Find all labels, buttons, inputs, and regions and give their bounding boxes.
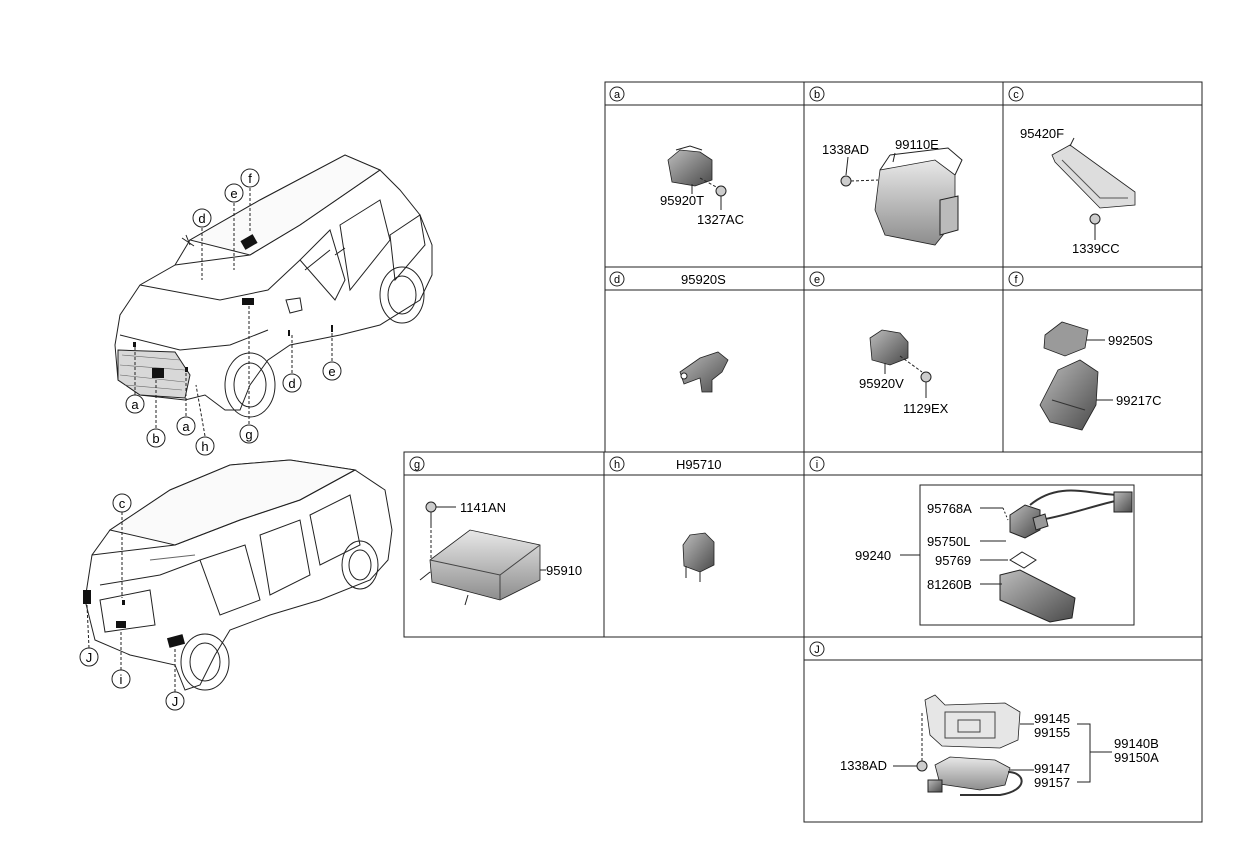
panel-j: J 99145 99155 99147 99157 99140B 99150A …: [809, 641, 1159, 796]
part-99217C[interactable]: 99217C: [1116, 393, 1162, 408]
part-99145[interactable]: 99145: [1034, 711, 1070, 726]
panel-j-letter: J: [814, 644, 820, 656]
rear-callout-j-left[interactable]: J: [79, 647, 99, 667]
front-callout-e-roof[interactable]: e: [224, 183, 244, 203]
part-95920V[interactable]: 95920V: [859, 376, 904, 391]
front-callout-d-roof[interactable]: d: [192, 208, 212, 228]
radar-99110E-drawing: [874, 147, 963, 246]
sensor-95920S-drawing: [679, 351, 729, 393]
part-99155[interactable]: 99155: [1034, 725, 1070, 740]
front-callout-g[interactable]: g: [239, 424, 259, 444]
rear-callout-c[interactable]: c: [112, 493, 132, 513]
part-1338AD-j[interactable]: 1338AD: [840, 758, 887, 773]
front-callout-e-door[interactable]: e: [322, 361, 342, 381]
svg-text:e: e: [328, 364, 335, 379]
bracket-95420F-drawing: [1051, 144, 1136, 209]
front-callout-a-right[interactable]: a: [176, 416, 196, 436]
part-1129EX[interactable]: 1129EX: [903, 401, 949, 416]
part-1141AN[interactable]: 1141AN: [460, 500, 506, 515]
panel-i: i 99240 95768A 95750L 95769 81260B: [809, 456, 1135, 626]
panel-a: a 95920T 1327AC: [609, 86, 744, 227]
part-99240[interactable]: 99240: [855, 548, 891, 563]
svg-text:c: c: [119, 496, 126, 511]
part-95920T[interactable]: 95920T: [660, 193, 704, 208]
part-H95710[interactable]: H95710: [676, 457, 722, 472]
svg-text:f: f: [248, 171, 252, 186]
part-95920S[interactable]: 95920S: [681, 272, 726, 287]
panel-b-letter: b: [814, 89, 820, 101]
svg-text:d: d: [198, 211, 205, 226]
sensor-95920V-drawing: [869, 329, 909, 366]
sensor-H95710-drawing: [682, 532, 715, 582]
svg-text:i: i: [120, 672, 123, 687]
panel-f-letter: f: [1014, 274, 1018, 286]
sensor-95920T-drawing: [667, 145, 713, 187]
part-95769[interactable]: 95769: [935, 553, 971, 568]
front-callout-f[interactable]: f: [240, 168, 260, 188]
svg-text:a: a: [131, 397, 139, 412]
part-99110E[interactable]: 99110E: [895, 137, 939, 152]
camera-harness-drawing: [1009, 489, 1133, 539]
part-99140B[interactable]: 99140B: [1114, 736, 1159, 751]
camera-99217C-drawing: [1039, 359, 1099, 431]
svg-text:J: J: [172, 694, 179, 709]
front-callout-h[interactable]: h: [195, 436, 215, 456]
rear-sensor-markers: [83, 590, 186, 648]
part-99157[interactable]: 99157: [1034, 775, 1070, 790]
panel-e-letter: e: [814, 274, 820, 286]
bracket-99250S-drawing: [1043, 321, 1089, 357]
front-callout-d-door[interactable]: d: [282, 373, 302, 393]
part-1338AD-b[interactable]: 1338AD: [822, 142, 869, 157]
svg-text:g: g: [245, 427, 252, 442]
panel-grid-lines: [403, 81, 1203, 823]
front-callout-b[interactable]: b: [146, 428, 166, 448]
rear-callout-i[interactable]: i: [111, 669, 131, 689]
rear-callout-j-right[interactable]: J: [165, 691, 185, 711]
svg-text:h: h: [201, 439, 208, 454]
part-1327AC[interactable]: 1327AC: [697, 212, 744, 227]
part-81260B[interactable]: 81260B: [927, 577, 972, 592]
radar-99147-drawing: [927, 756, 1023, 796]
part-99147[interactable]: 99147: [1034, 761, 1070, 776]
rear-leader-lines: [86, 512, 176, 692]
panel-c-letter: c: [1013, 89, 1019, 101]
panel-e: e 95920V 1129EX: [809, 271, 949, 416]
svg-text:a: a: [182, 419, 190, 434]
front-callout-a-left[interactable]: a: [125, 394, 145, 414]
rear-car-illustration: [84, 459, 393, 691]
panel-h: h H95710: [609, 456, 722, 582]
module-95910-drawing: [419, 529, 541, 606]
part-95768A[interactable]: 95768A: [927, 501, 972, 516]
panel-a-letter: a: [614, 89, 621, 101]
part-95910[interactable]: 95910: [546, 563, 582, 578]
part-1339CC[interactable]: 1339CC: [1072, 241, 1120, 256]
part-99150A[interactable]: 99150A: [1114, 750, 1159, 765]
part-95750L[interactable]: 95750L: [927, 534, 970, 549]
svg-text:b: b: [152, 431, 159, 446]
panel-d-letter: d: [614, 274, 620, 286]
panel-i-letter: i: [816, 459, 818, 471]
part-99250S[interactable]: 99250S: [1108, 333, 1153, 348]
bracket-99145-drawing: [924, 694, 1021, 749]
panel-d: d 95920S: [609, 271, 729, 393]
front-car-illustration: [114, 154, 433, 418]
panel-f: f 99250S 99217C: [1008, 271, 1162, 431]
svg-text:J: J: [86, 650, 93, 665]
panel-g-letter: g: [414, 459, 420, 471]
garnish-81260B-drawing: [999, 569, 1076, 623]
panel-h-letter: h: [614, 459, 620, 471]
panel-g: g 1141AN 95910: [409, 456, 582, 606]
front-leader-lines: [134, 188, 333, 437]
panel-c: c 95420F 1339CC: [1008, 86, 1136, 256]
panel-b: b 1338AD 99110E: [809, 86, 963, 246]
part-95420F[interactable]: 95420F: [1020, 126, 1064, 141]
svg-text:d: d: [288, 376, 295, 391]
svg-text:e: e: [230, 186, 237, 201]
